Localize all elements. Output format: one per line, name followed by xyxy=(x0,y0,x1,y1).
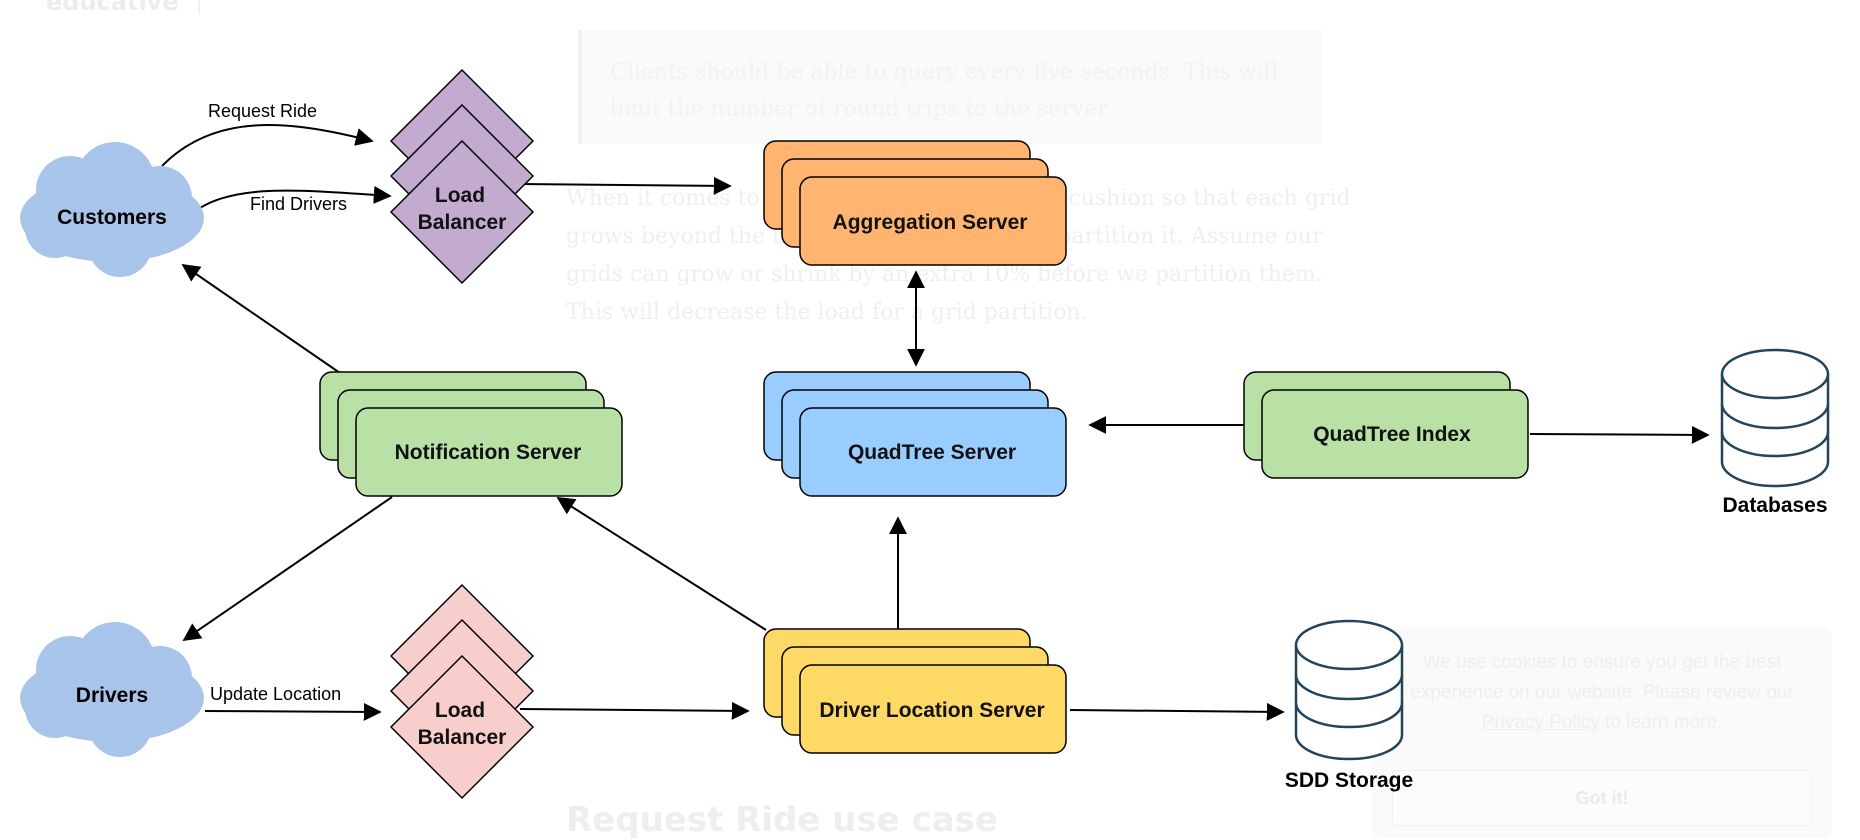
cookie-banner: We use cookies to ensure you get the bes… xyxy=(1372,628,1832,838)
edge-driver-location-to-notification xyxy=(556,497,767,631)
notification-server: Notification Server xyxy=(319,371,623,497)
aggregation-server-label: Aggregation Server xyxy=(833,211,1028,234)
brand-logo: educative| xyxy=(46,0,202,16)
load-balancer-top: Load Balancer xyxy=(389,68,535,285)
sdd-storage-icon xyxy=(1294,619,1404,761)
customers-cloud: Customers xyxy=(20,142,204,277)
quadtree-server: QuadTree Server xyxy=(763,371,1067,497)
edge-update-location xyxy=(204,702,382,721)
privacy-policy-link[interactable]: Privacy Policy xyxy=(1481,712,1600,733)
section-heading: Request Ride use case xyxy=(566,800,998,840)
load-balancer-bottom-line2: Balancer xyxy=(418,726,507,749)
cookie-text: We use cookies to ensure you get the bes… xyxy=(1410,652,1794,733)
quote-text: Clients should be able to query every fi… xyxy=(610,60,1278,122)
edge-index-to-databases xyxy=(1529,425,1710,444)
quadtree-index: QuadTree Index xyxy=(1243,371,1529,479)
sdd-storage-label: SDD Storage xyxy=(1285,769,1413,792)
edge-lb-to-aggregation xyxy=(519,176,732,195)
edge-find-drivers xyxy=(189,185,392,216)
edge-label-request-ride: Request Ride xyxy=(208,101,317,121)
notification-server-label: Notification Server xyxy=(395,441,582,464)
drivers-cloud: Drivers xyxy=(20,622,204,757)
cookie-accept-button[interactable]: Got it! xyxy=(1392,770,1812,826)
drivers-label: Drivers xyxy=(76,684,148,707)
article-quote: Clients should be able to query every fi… xyxy=(578,30,1322,144)
quadtree-server-label: QuadTree Server xyxy=(848,441,1016,464)
aggregation-server: Aggregation Server xyxy=(763,140,1067,266)
databases-label: Databases xyxy=(1722,494,1827,517)
load-balancer-top-line1: Load xyxy=(435,184,485,207)
driver-location-server-label: Driver Location Server xyxy=(819,699,1044,722)
load-balancer-bottom-line1: Load xyxy=(435,699,485,722)
databases-icon xyxy=(1720,348,1830,488)
customers-label: Customers xyxy=(57,206,167,229)
load-balancer-bottom: Load Balancer xyxy=(389,583,535,800)
edge-driver-location-to-storage xyxy=(1069,702,1285,721)
edge-label-update-location: Update Location xyxy=(210,684,341,704)
load-balancer-top-line2: Balancer xyxy=(418,211,507,234)
edge-notification-to-drivers xyxy=(182,496,393,642)
edge-label-find-drivers: Find Drivers xyxy=(250,194,347,214)
edge-request-ride xyxy=(161,124,374,167)
quadtree-index-label: QuadTree Index xyxy=(1313,423,1471,446)
driver-location-server: Driver Location Server xyxy=(763,628,1067,754)
edge-lb-to-driver-location xyxy=(519,701,750,720)
edge-notification-to-customers xyxy=(181,263,341,374)
